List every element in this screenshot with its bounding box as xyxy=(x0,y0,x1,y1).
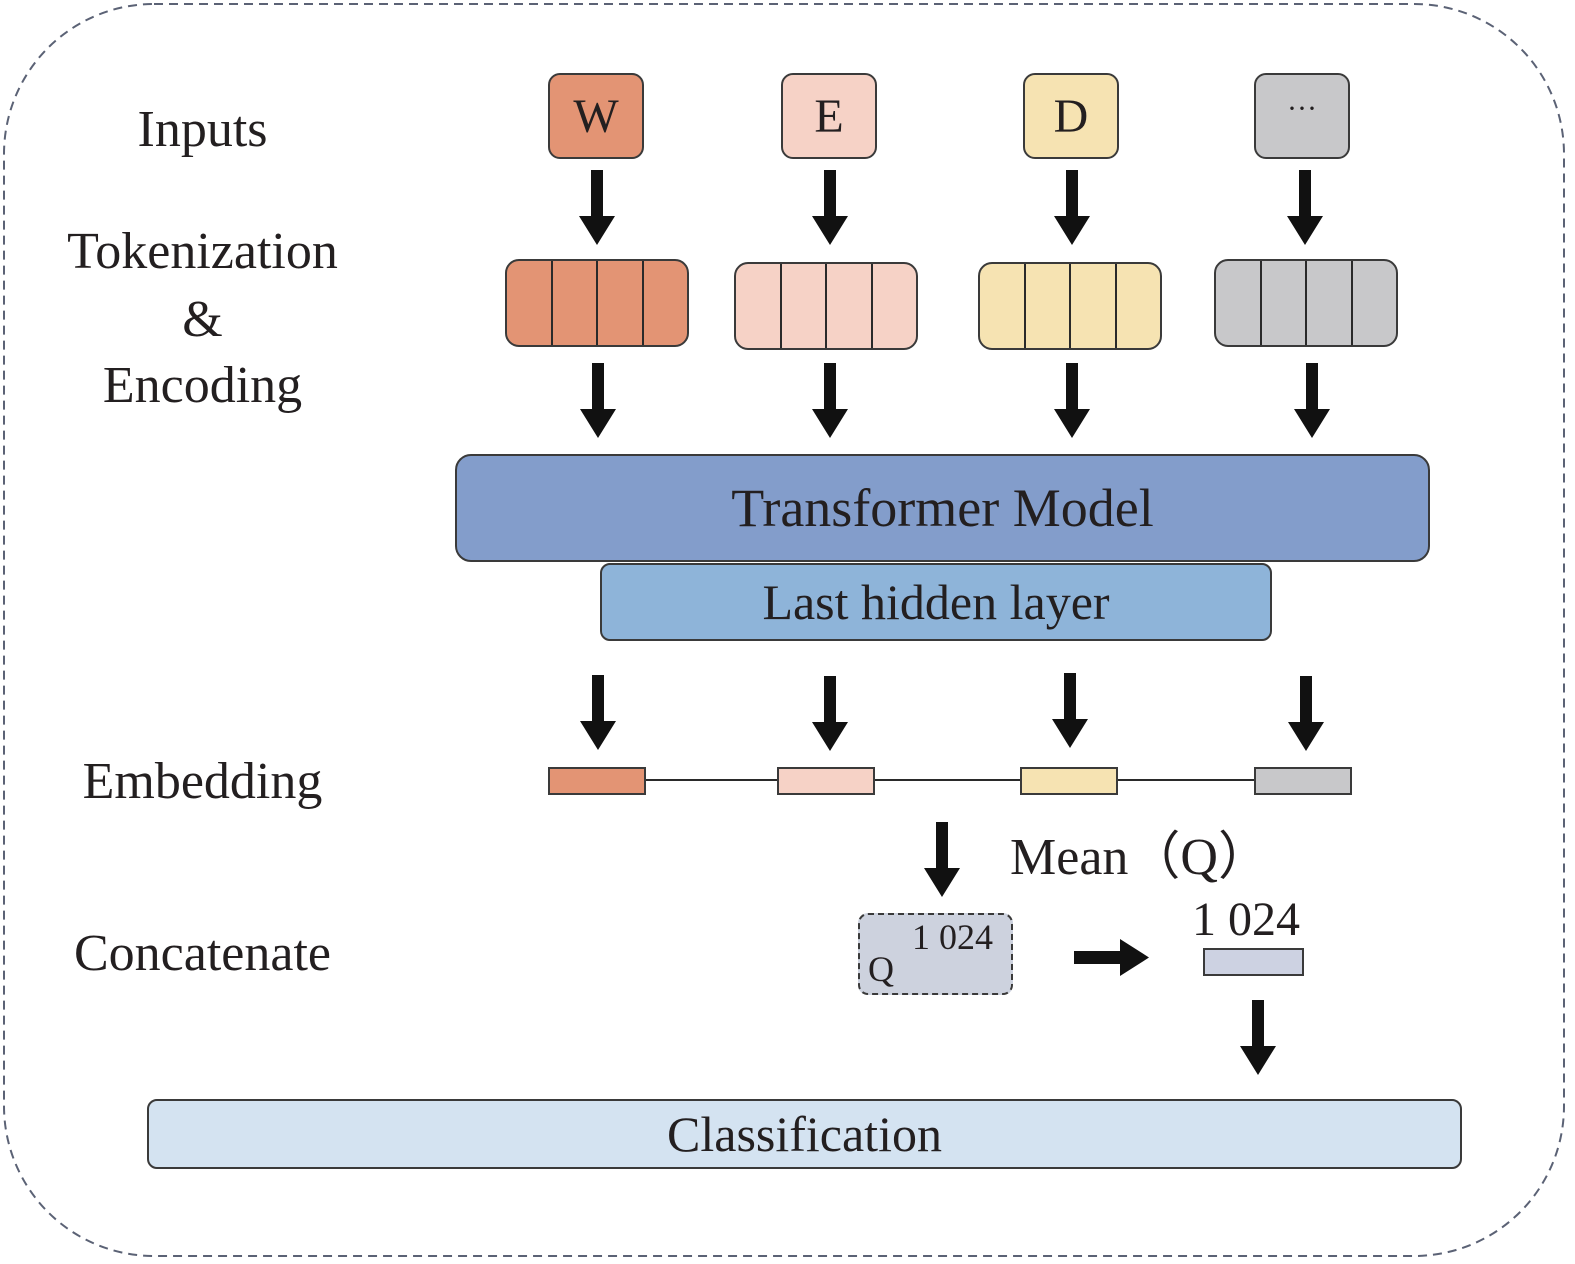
arrow-down-icon xyxy=(1240,1000,1276,1075)
q-matrix-letter: Q xyxy=(868,949,894,989)
arrow-down-icon xyxy=(924,822,960,897)
arrow-down-icon xyxy=(812,363,848,438)
token-sequence-w xyxy=(505,259,689,347)
input-token-d: D xyxy=(1023,73,1119,159)
arrow-down-icon xyxy=(1288,676,1324,751)
embedding-label: Embedding xyxy=(82,753,323,810)
last-hidden-layer-label: Last hidden layer xyxy=(762,574,1110,630)
mean-label: Mean（Q） xyxy=(1010,829,1270,886)
embedding-vector-w xyxy=(548,767,646,795)
arrow-down-icon xyxy=(1054,170,1090,245)
embedding-vector-more xyxy=(1254,767,1352,795)
transformer-model-block: Transformer Model xyxy=(455,454,1430,562)
embedding-vector-d xyxy=(1020,767,1118,795)
input-token-w: W xyxy=(548,73,644,159)
q-matrix-dimension: 1 024 xyxy=(912,917,993,957)
arrow-right-icon xyxy=(1074,939,1149,976)
arrow-down-icon xyxy=(1054,363,1090,438)
arrow-down-icon xyxy=(1287,170,1323,245)
token-sequence-e xyxy=(734,262,918,350)
arrow-down-icon xyxy=(812,170,848,245)
last-hidden-layer-block: Last hidden layer xyxy=(600,563,1272,641)
classification-label: Classification xyxy=(667,1106,942,1162)
vector-dimension: 1 024 xyxy=(1192,893,1300,946)
token-sequence-d xyxy=(978,262,1162,350)
arrow-down-icon xyxy=(579,170,615,245)
mean-vector xyxy=(1203,948,1304,976)
arrow-down-icon xyxy=(1294,363,1330,438)
classification-block: Classification xyxy=(147,1099,1462,1169)
input-token-more: ··· xyxy=(1254,73,1350,159)
arrow-down-icon xyxy=(812,676,848,751)
concatenate-label: Concatenate xyxy=(74,925,331,982)
transformer-model-label: Transformer Model xyxy=(731,478,1154,538)
q-matrix-box: 1 024 Q xyxy=(858,913,1013,995)
token-sequence-more xyxy=(1214,259,1398,347)
ampersand-label: & xyxy=(182,291,223,348)
tokenization-label: Tokenization xyxy=(67,223,338,280)
arrow-down-icon xyxy=(580,675,616,750)
input-token-e: E xyxy=(781,73,877,159)
arrow-down-icon xyxy=(580,363,616,438)
encoding-label: Encoding xyxy=(102,357,303,414)
inputs-label: Inputs xyxy=(137,101,268,158)
embedding-vector-e xyxy=(777,767,875,795)
arrow-down-icon xyxy=(1052,673,1088,748)
